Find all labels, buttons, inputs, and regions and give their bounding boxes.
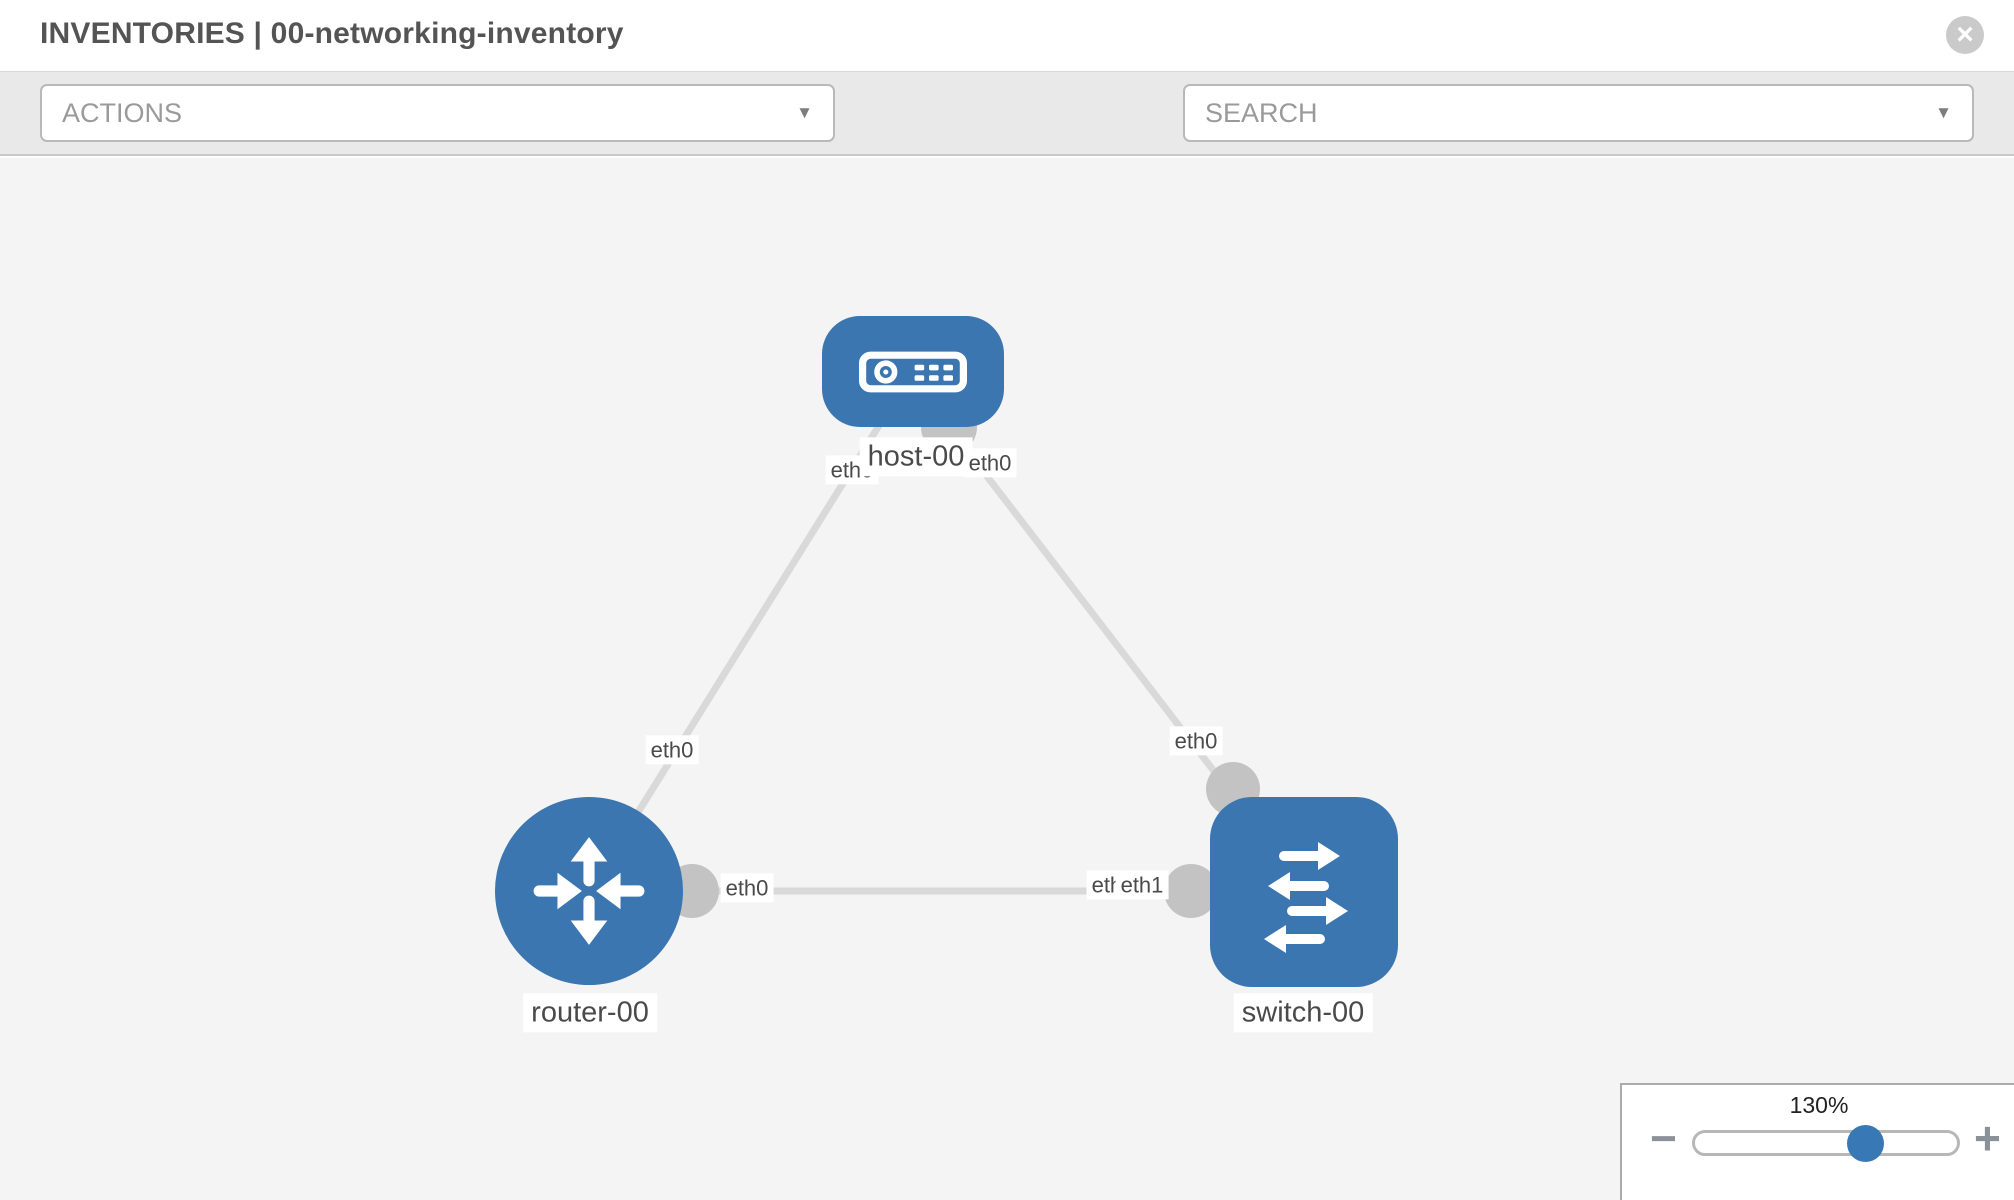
port-label-switch-to-host: eth0 [1169,726,1223,756]
port-label-host-right: eth0 [963,448,1017,478]
node-label-switch: switch-00 [1233,993,1373,1033]
actions-dropdown-label: ACTIONS [62,97,183,128]
actions-dropdown[interactable]: ACTIONS ▼ [40,84,835,142]
port-label-router-to-host: eth0 [645,735,699,765]
router-icon [533,837,645,945]
caret-down-icon: ▼ [796,103,813,122]
topology-canvas[interactable]: eth0 host-00 eth0 eth0 eth0 eth0 eth0 et… [0,158,2014,1200]
close-icon[interactable]: × [1946,16,1984,54]
zoom-slider-thumb[interactable] [1847,1125,1884,1162]
node-host-00[interactable] [822,316,1004,427]
page-title: INVENTORIES | 00-networking-inventory [40,17,624,50]
node-switch-00[interactable] [1210,797,1398,987]
toolbar: ACTIONS ▼ SEARCH ▼ [0,72,2014,204]
search-placeholder: SEARCH [1205,97,1318,128]
port-label-router-to-switch: eth0 [720,873,774,903]
switch-icon [1264,842,1348,953]
node-router-00[interactable] [495,797,683,985]
search-input[interactable]: SEARCH ▼ [1183,84,1974,142]
node-label-host: host-00 [859,437,973,477]
zoom-out-icon[interactable]: − [1650,1112,1677,1164]
close-glyph: × [1956,18,1974,51]
zoom-in-icon[interactable]: + [1974,1112,2001,1164]
topology-links-layer [586,369,1304,918]
node-label-router: router-00 [523,993,657,1033]
zoom-slider-track[interactable] [1692,1130,1960,1156]
caret-down-icon: ▼ [1935,103,1952,122]
zoom-control-panel: 130% − + [1620,1083,2014,1200]
host-icon [859,351,967,392]
port-label-switch-to-router-eth1: eth1 [1115,870,1169,900]
zoom-level-value: 130% [1789,1092,1849,1118]
window-header: INVENTORIES | 00-networking-inventory × [0,0,2014,72]
port-circle-switch-left [1164,864,1218,918]
link-host-switch[interactable] [946,424,1253,821]
